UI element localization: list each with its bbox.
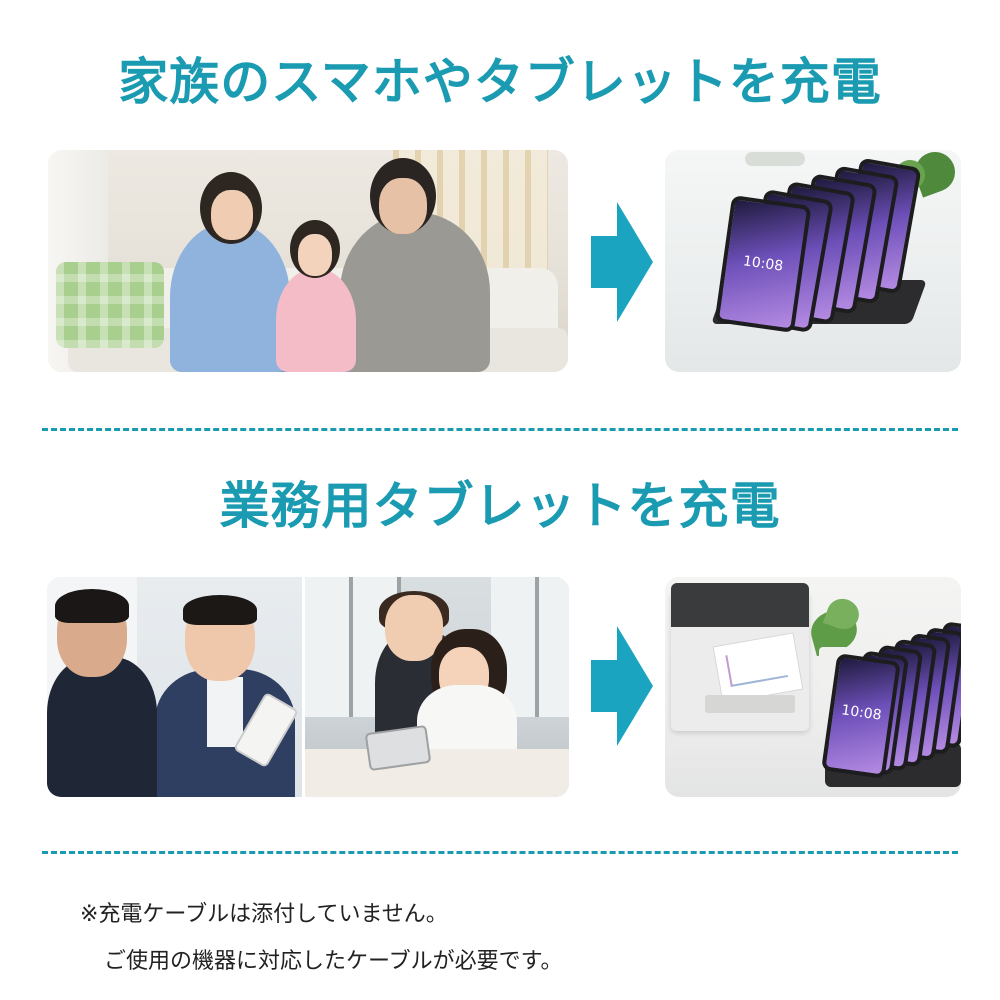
tablet-clock: 10:08 xyxy=(840,702,883,724)
tablet-clock: 10:08 xyxy=(741,253,785,275)
family-photo xyxy=(48,150,568,372)
section-divider xyxy=(42,428,958,431)
charging-dock-photo: 10:08 xyxy=(665,150,961,372)
office-meeting-photo xyxy=(47,577,302,797)
section-divider xyxy=(42,851,958,854)
section-title-family: 家族のスマホやタブレットを充電 xyxy=(118,53,882,111)
arrow-right-icon xyxy=(591,202,653,322)
note-cable-not-included: ※充電ケーブルは添付していません。 xyxy=(80,902,448,927)
section-title-business: 業務用タブレットを充電 xyxy=(219,477,781,535)
charging-dock-with-printer-photo: 10:08 xyxy=(665,577,961,797)
arrow-right-icon xyxy=(591,626,653,746)
classroom-photo xyxy=(305,577,569,797)
note-cable-required: ご使用の機器に対応したケーブルが必要です。 xyxy=(104,949,563,974)
